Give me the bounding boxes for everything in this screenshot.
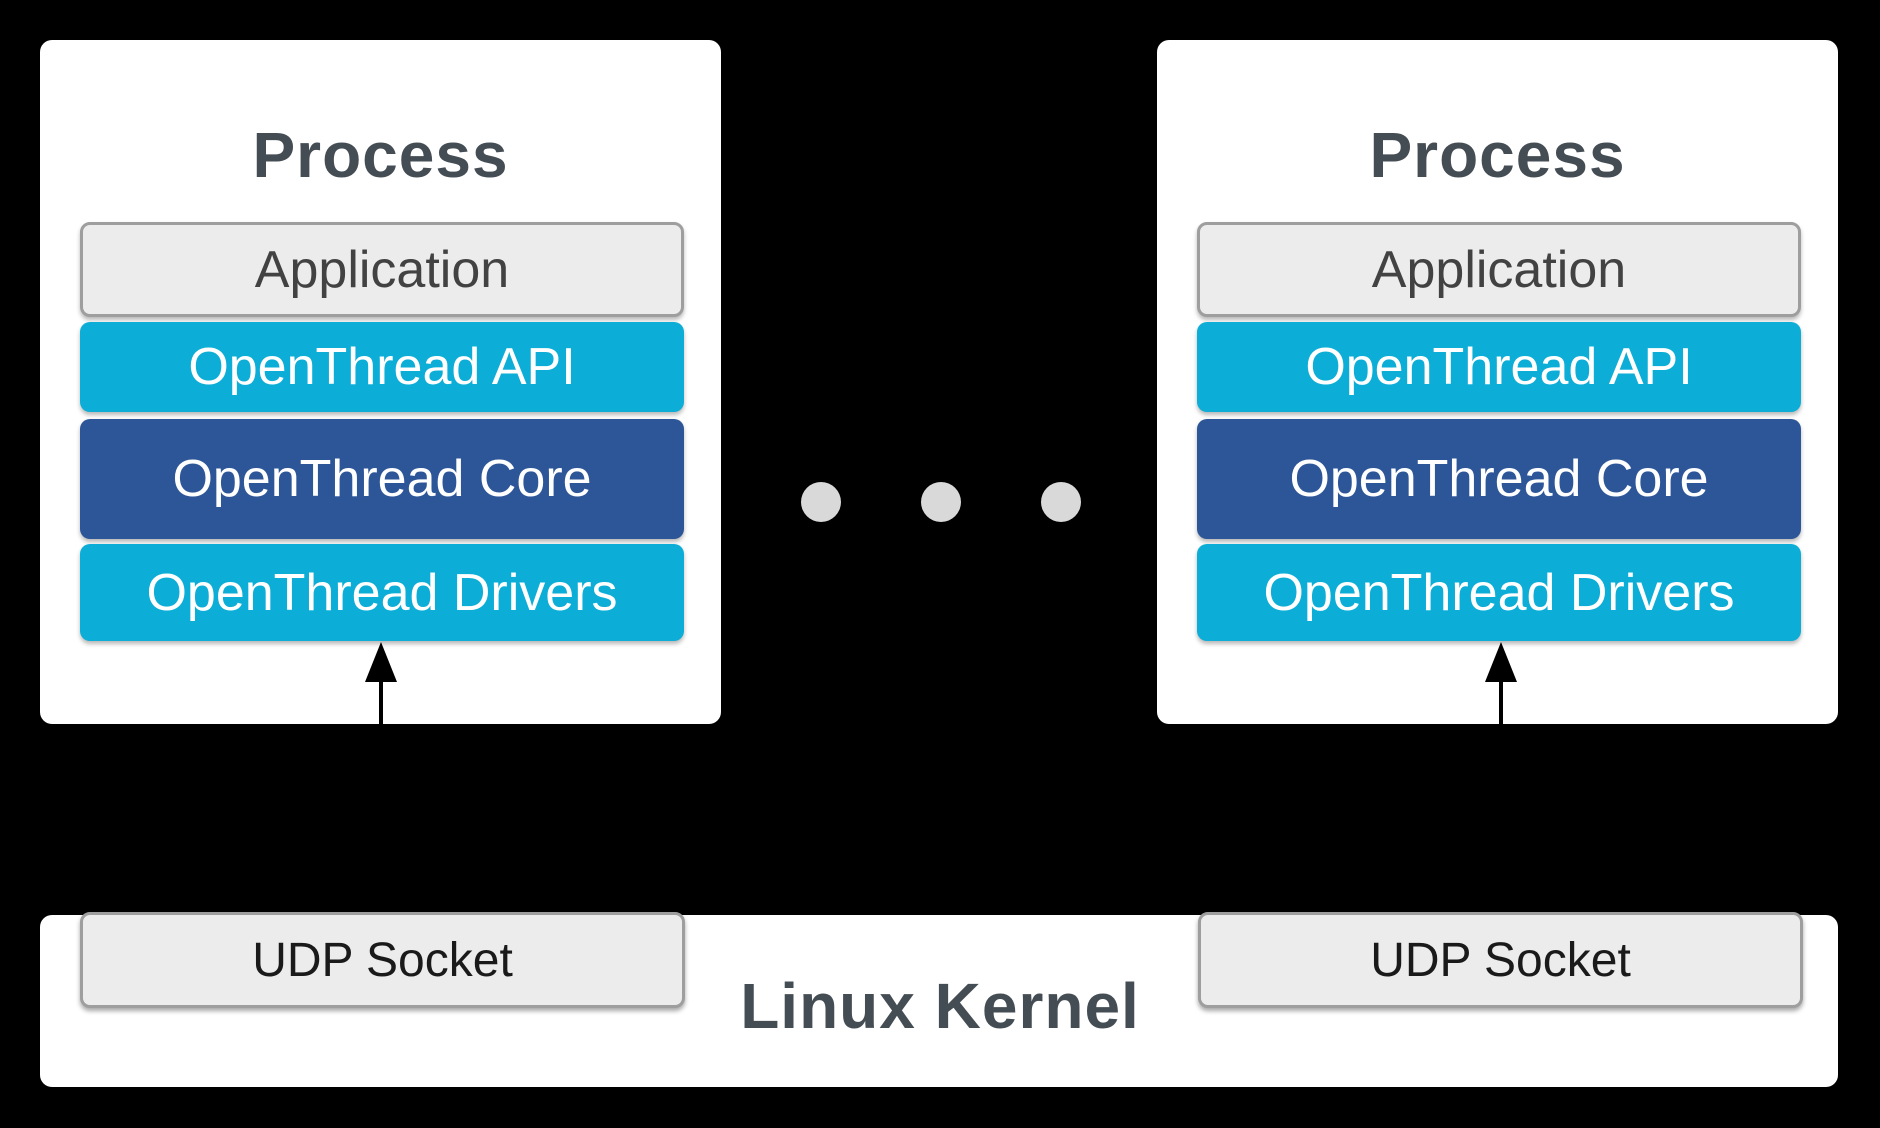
application-layer: Application (1197, 222, 1801, 317)
arrowhead-icon (365, 642, 397, 682)
ellipsis-dot (801, 482, 841, 522)
udp-socket-box-left: UDP Socket (80, 912, 685, 1008)
arrow-shaft (1499, 678, 1503, 912)
arrow-shaft (379, 678, 383, 912)
openthread-api-layer: OpenThread API (80, 322, 684, 412)
linux-kernel-label: Linux Kernel (740, 970, 1140, 1042)
openthread-api-layer: OpenThread API (1197, 322, 1801, 412)
arrowhead-icon (1485, 642, 1517, 682)
process-card-left: Process Application OpenThread API OpenT… (40, 40, 721, 724)
ellipsis-dot (1041, 482, 1081, 522)
process-title: Process (1369, 119, 1626, 191)
application-layer: Application (80, 222, 684, 317)
process-title: Process (252, 119, 509, 191)
udp-socket-box-right: UDP Socket (1198, 912, 1803, 1008)
openthread-core-layer: OpenThread Core (1197, 419, 1801, 539)
openthread-core-layer: OpenThread Core (80, 419, 684, 539)
openthread-drivers-layer: OpenThread Drivers (1197, 544, 1801, 641)
ellipsis-dot (921, 482, 961, 522)
process-card-right: Process Application OpenThread API OpenT… (1157, 40, 1838, 724)
openthread-drivers-layer: OpenThread Drivers (80, 544, 684, 641)
